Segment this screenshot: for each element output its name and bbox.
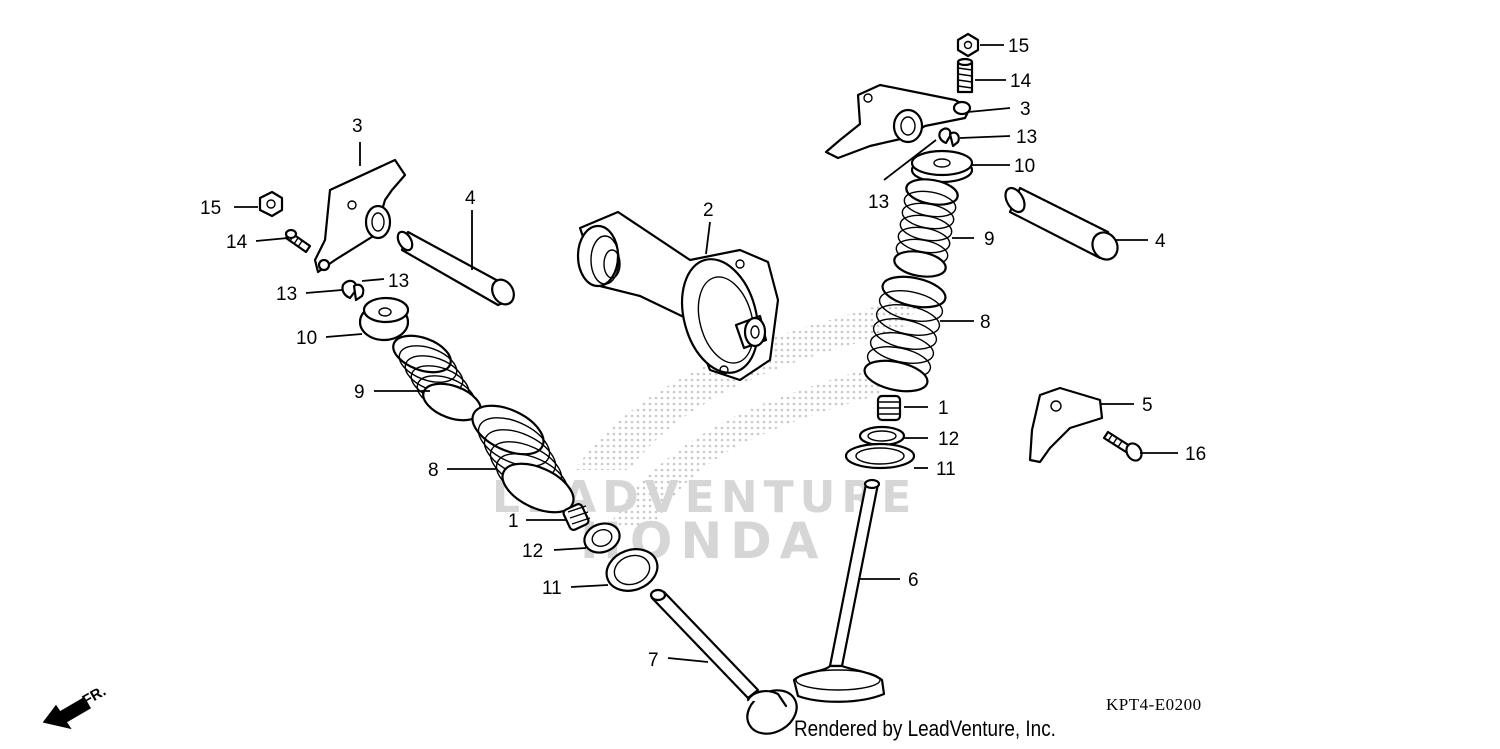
callout-12-left: 12 [522, 541, 543, 562]
callout-13-left-a: 13 [276, 284, 297, 305]
callout-13-left-b: 13 [388, 271, 409, 292]
callout-11-left: 11 [542, 578, 562, 599]
inner-spring-left [392, 334, 482, 422]
callout-3-right: 3 [1020, 99, 1031, 120]
callout-leaders [234, 44, 1178, 663]
callout-11-right: 11 [936, 459, 956, 480]
callout-4-left: 4 [465, 188, 476, 209]
spring-washer-right [844, 442, 916, 470]
callout-12-right: 12 [938, 429, 959, 450]
callout-15-right: 15 [1008, 36, 1029, 57]
rocker-arm-left [313, 158, 407, 274]
callout-15-left: 15 [200, 198, 221, 219]
callout-6: 6 [908, 570, 919, 591]
camshaft [576, 210, 780, 382]
spring-washer-left [605, 548, 659, 592]
stem-seal-left [562, 503, 591, 531]
exhaust-valve [649, 588, 798, 735]
spring-retainer-right [910, 149, 974, 184]
rocker-shaft-left [396, 230, 515, 307]
watermark-logo: LEADVENTURE HONDA [492, 292, 925, 570]
callout-labels: 3 15 14 13 13 4 10 9 8 1 12 11 7 2 15 14… [200, 36, 1206, 671]
diagram-code: KPT4-E0200 [1106, 695, 1202, 714]
callout-9-left: 9 [354, 382, 365, 403]
adjuster-screw-right [956, 57, 974, 94]
nut-left [258, 190, 284, 218]
callout-10-left: 10 [296, 328, 317, 349]
spring-seat-right [858, 425, 906, 447]
callout-8-right: 8 [980, 312, 991, 333]
rocker-shaft-right [1004, 186, 1119, 261]
callout-14-left: 14 [226, 232, 248, 253]
callout-1-right: 1 [938, 398, 949, 419]
inner-spring-right [893, 178, 959, 278]
intake-valve [792, 478, 886, 703]
callout-4-right: 4 [1155, 231, 1166, 252]
callout-10-right: 10 [1014, 156, 1035, 177]
callout-16: 16 [1185, 444, 1206, 465]
rendered-by-credit: Rendered by LeadVenture, Inc. [794, 716, 1056, 741]
callout-3-left: 3 [352, 116, 363, 137]
stem-seal-right [876, 394, 902, 422]
callout-13-right-b: 13 [868, 192, 889, 213]
callout-8-left: 8 [428, 460, 439, 481]
adjuster-screw-left [284, 228, 312, 254]
stopper-plate [1028, 386, 1104, 464]
rocker-arm-right [824, 83, 972, 160]
front-arrow-icon [42, 696, 92, 730]
outer-spring-left [471, 404, 575, 514]
spring-retainer-left [358, 296, 410, 342]
outer-spring-right [863, 275, 947, 393]
callout-14-right: 14 [1010, 71, 1032, 92]
honda-wing-icon [575, 292, 925, 525]
callout-9-right: 9 [984, 229, 995, 250]
callout-7: 7 [648, 650, 659, 671]
spring-seat-left [583, 522, 621, 554]
valve-cotters-left [341, 279, 365, 302]
bolt [1102, 430, 1143, 462]
front-direction-indicator: FR. [42, 683, 109, 730]
callout-1-left: 1 [508, 511, 519, 532]
callout-5: 5 [1142, 395, 1153, 416]
valve-cotters-right [938, 127, 960, 148]
callout-2: 2 [703, 200, 714, 221]
callout-13-right-a: 13 [1016, 127, 1037, 148]
nut-right [956, 32, 980, 58]
